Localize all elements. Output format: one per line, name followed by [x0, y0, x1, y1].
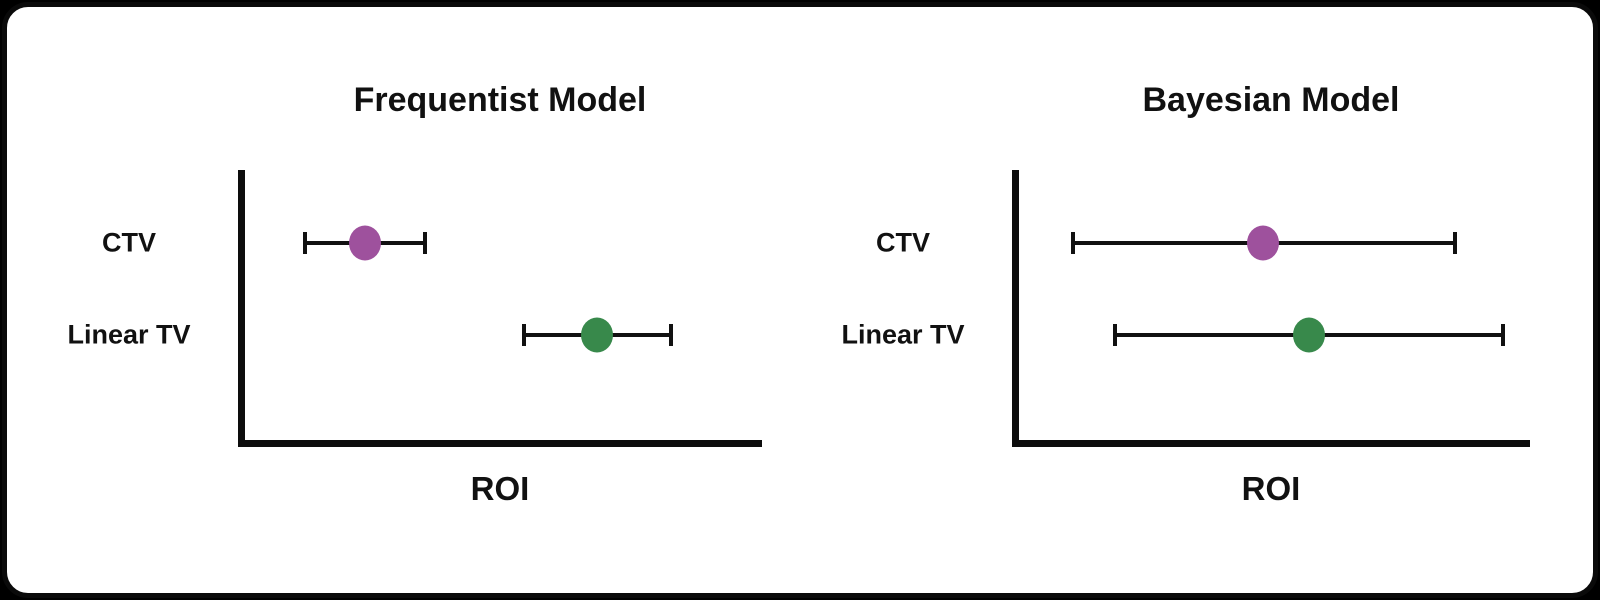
point-estimate-dot: [581, 317, 614, 353]
point-estimate-dot: [1292, 317, 1325, 353]
x-axis-label: ROI: [1241, 470, 1301, 507]
y-axis-line: [1012, 170, 1019, 447]
plot-area: CTV Linear TV: [67, 170, 762, 447]
error-bar-cap-high: [1452, 232, 1457, 255]
category-label: CTV: [876, 227, 930, 258]
y-axis-line: [238, 170, 245, 447]
category-label: CTV: [102, 227, 156, 258]
point-estimate-dot: [1247, 225, 1280, 261]
error-bar-cap-high: [1501, 324, 1506, 347]
error-bar-cap-low: [1113, 324, 1118, 347]
chart-title: Bayesian Model: [1142, 81, 1400, 119]
error-bar-cap-high: [423, 232, 428, 255]
error-bar-cap-high: [668, 324, 673, 347]
category-label: Linear TV: [841, 319, 965, 350]
category-labels: CTV Linear TV: [772, 170, 1034, 447]
plot-area: CTV Linear TV: [841, 170, 1530, 447]
error-bar-cap-low: [303, 232, 308, 255]
x-axis-line: [238, 440, 762, 447]
x-axis-label: ROI: [470, 470, 530, 507]
point-estimate-dot: [349, 225, 382, 261]
category-labels: CTV Linear TV: [0, 170, 260, 447]
error-bar-cap-low: [522, 324, 527, 347]
error-bar-cap-low: [1071, 232, 1076, 255]
x-axis-line: [1012, 440, 1530, 447]
category-label: Linear TV: [67, 319, 191, 350]
chart-title: Frequentist Model: [353, 81, 647, 119]
